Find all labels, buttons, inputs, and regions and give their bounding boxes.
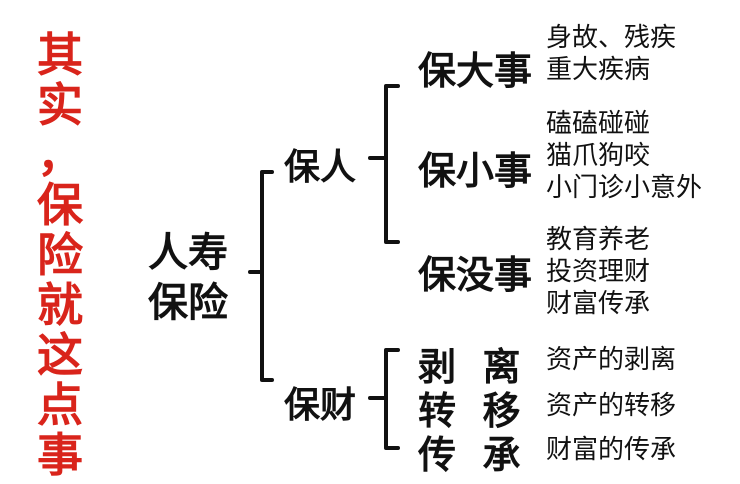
leaf-inherit-desc: 财富的传承 — [546, 434, 676, 466]
desc-line: 资产的转移 — [546, 391, 677, 421]
title-char: ， — [37, 128, 83, 182]
leaf-strip-desc: 资产的剥离 — [546, 344, 676, 376]
leaf-major: 保大事 — [418, 49, 533, 93]
root-line: 保险 — [148, 280, 228, 326]
leaf-nothing: 保没事 — [418, 253, 533, 297]
desc-line: 小门诊小意外 — [546, 173, 703, 203]
root-node: 人寿 保险 — [148, 228, 228, 328]
leaf-minor: 保小事 — [418, 149, 533, 193]
title-char: 其 — [37, 28, 83, 82]
leaf-transfer: 转 移 — [418, 389, 521, 433]
branch-wealth: 保财 — [284, 385, 357, 426]
vertical-title: 其 实 ， 保 险 就 这 点 事 — [30, 30, 90, 480]
leaf-major-desc: 身故、残疾 重大疾病 — [546, 22, 676, 86]
wealth-bracket — [368, 348, 400, 450]
leaf-nothing-desc: 教育养老 投资理财 财富传承 — [546, 224, 650, 320]
desc-line: 重大疾病 — [546, 55, 651, 85]
title-char: 就 — [37, 278, 83, 332]
leaf-strip: 剥 离 — [418, 345, 521, 389]
desc-line: 猫爪狗咬 — [546, 141, 651, 171]
title-char: 事 — [37, 428, 83, 482]
desc-line: 财富的传承 — [546, 435, 677, 465]
title-char: 实 — [37, 78, 83, 132]
leaf-inherit: 传 承 — [418, 433, 521, 477]
leaf-minor-desc: 磕磕碰碰 猫爪狗咬 小门诊小意外 — [546, 108, 702, 204]
people-bracket — [368, 84, 400, 244]
title-char: 点 — [37, 378, 83, 432]
title-char: 保 — [37, 178, 83, 232]
leaf-transfer-desc: 资产的转移 — [546, 390, 676, 422]
branch-people: 保人 — [284, 147, 357, 188]
desc-line: 投资理财 — [546, 257, 651, 287]
root-line: 人寿 — [148, 230, 228, 276]
desc-line: 身故、残疾 — [546, 23, 677, 53]
title-char: 这 — [37, 328, 83, 382]
desc-line: 教育养老 — [546, 225, 651, 255]
desc-line: 财富传承 — [546, 289, 651, 319]
title-char: 险 — [37, 228, 83, 282]
desc-line: 资产的剥离 — [546, 345, 677, 375]
desc-line: 磕磕碰碰 — [546, 109, 651, 139]
root-bracket — [248, 170, 274, 382]
